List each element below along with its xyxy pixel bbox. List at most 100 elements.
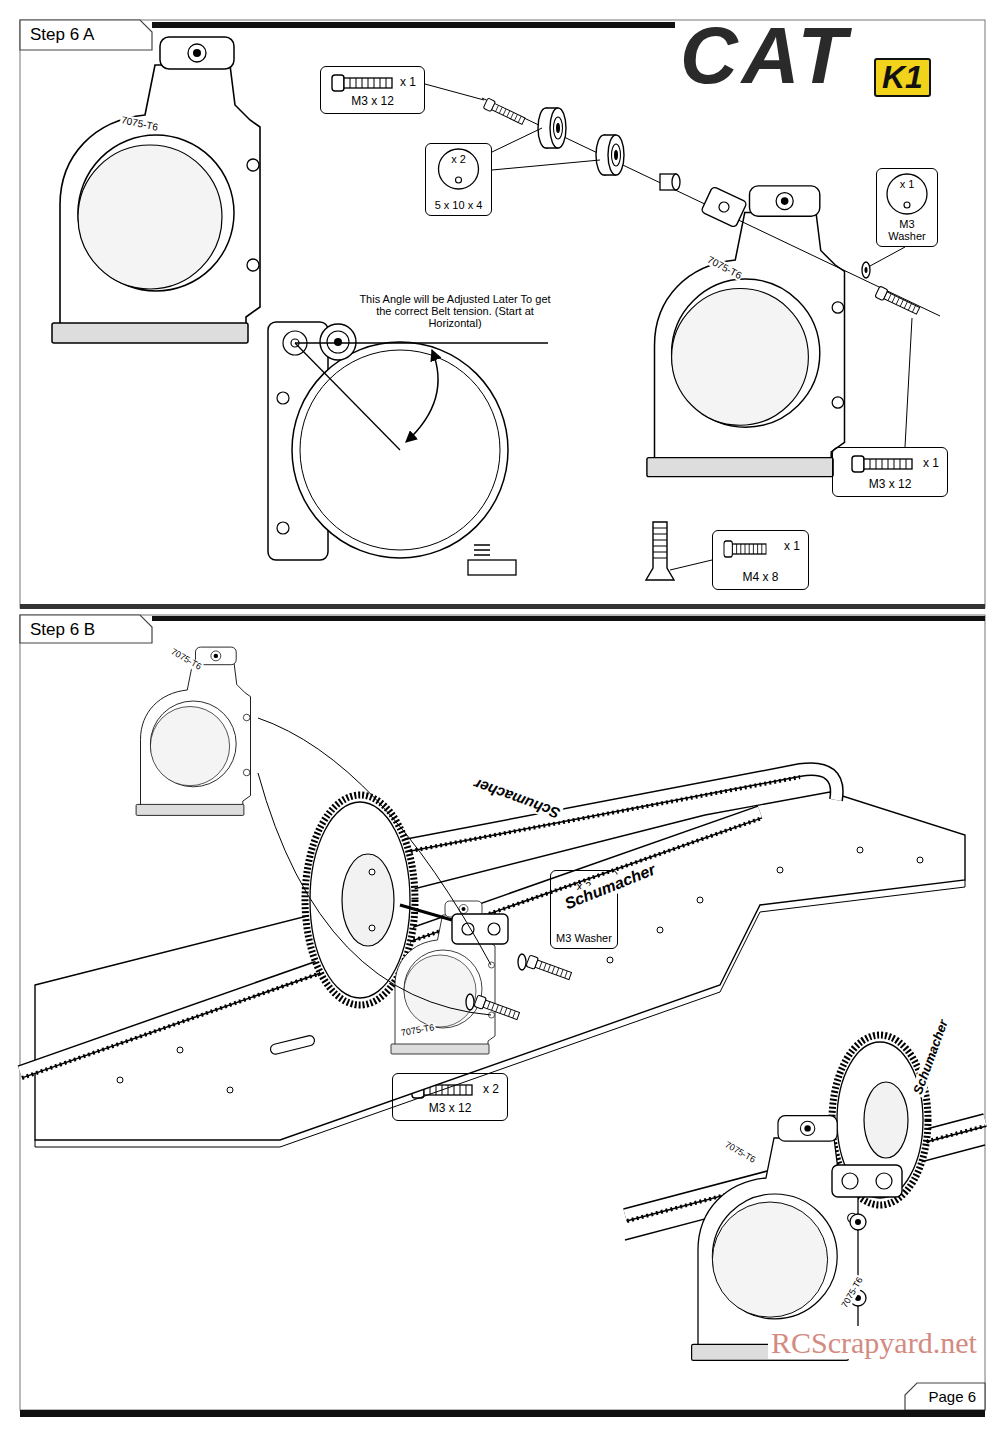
clamp-screw [474,545,490,555]
panel-frame [20,615,985,1410]
axle-block [832,1165,902,1197]
motor-mount-installed [692,1116,858,1361]
ball-bearing [538,108,566,148]
material-mark: 7075-T6 [119,114,160,133]
screw-m3x12 [875,286,921,316]
step-tab-shape [20,615,152,643]
instruction-note: This Angle will be Adjusted Later To get… [356,293,554,329]
chassis-hole [697,897,703,903]
page-tab-shape [905,1383,985,1410]
bearing [320,324,356,360]
mount-hole [277,392,289,404]
motor-mount-exploded [647,186,845,477]
step-tab: Step 6 A [20,20,152,50]
hardware-callout: x 1 M3 Washer [876,168,938,247]
screw-head [850,1214,866,1230]
gear-hole [369,869,375,875]
logo-text: CAT [680,12,850,100]
countersunk-screw [646,522,674,580]
leader-line [492,128,542,152]
material-mark: 7075-T6 [722,1140,758,1166]
gear-hub [342,854,394,946]
block-nut [488,923,500,935]
chassis-hole [607,957,613,963]
chassis-hole [177,1047,183,1053]
screw-socket [855,1219,861,1225]
gear-hub [864,1082,908,1158]
material-mark: 7075-T6 [705,253,745,281]
header-bar [152,616,985,621]
screw-icon [724,541,766,557]
angle-diagram [268,322,548,575]
screw-thread [653,528,667,558]
page-tab: Page 6 [905,1383,985,1410]
chassis-logo: Schumacher [560,860,659,914]
chassis-hole [917,857,923,863]
part-size-text: M3 x 12 [393,1102,507,1116]
axle-block [400,905,508,944]
part-size-text: M3 Washer [880,218,934,242]
bearing-bore [334,338,342,346]
angle-radius [295,343,400,450]
block-body [452,914,508,944]
block-bore [717,200,730,213]
leader-line [492,160,600,170]
spacer [660,174,680,190]
part-size-text: M3 Washer [554,932,614,944]
screw-m3x12 [526,955,572,982]
leader-line [905,318,912,447]
quantity-text: x 1 [877,178,937,191]
guide-arcs [258,718,491,1015]
screw-m3x12 [474,995,520,1022]
motor-mount-assembled [52,37,260,343]
chassis-hole [227,1087,233,1093]
material-mark: 7075-T6 [840,1275,866,1311]
inset-detail [625,1035,985,1360]
guide-arc [258,718,491,965]
step-tab: Step 6 B [20,615,152,643]
guide-arc [258,773,491,1015]
logo-badge: K1 [874,58,931,97]
part-size-text: M4 x 8 [713,571,808,585]
hardware-callout: x 2 M3 x 12 [392,1073,508,1121]
washer [518,954,526,970]
spur-gear [310,802,410,998]
quantity-text: x 1 [400,76,416,90]
heading-text: Step 6 B [30,620,95,640]
quantity-text: x 2 [426,153,491,166]
hardware-callout: x 25 x 10 x 4 [425,143,492,216]
chassis-hole [117,1077,123,1083]
screw-icon [332,75,392,91]
washer [862,262,870,278]
hardware-callout: x 1 M3 x 12 [320,66,425,114]
footer-bar [20,1410,985,1417]
step-tab-shape [20,20,152,50]
quantity-text: x 2 [483,1083,499,1097]
bearing-icon-hole [456,177,462,183]
block-nut [842,1173,858,1189]
hardware-callout: x 1 M4 x 8 [712,530,809,590]
chassis-logo: Schumacher [470,774,564,822]
bearing-race [327,331,349,353]
block-nut [876,1173,892,1189]
screw-m4x8 [646,522,674,580]
motor-mount-exploded [136,647,250,815]
part-size-text: M3 x 12 [321,95,424,109]
mount-hole [277,522,289,534]
block-body [701,186,747,227]
washer-icon-hole [904,202,910,208]
panel-divider [20,604,985,609]
chassis-holes [117,847,923,1093]
layshaft [400,905,452,920]
material-mark: 7075-T6 [168,647,204,673]
quantity-text: x 1 [923,457,939,471]
leader-line [670,560,712,570]
washer [466,994,474,1010]
chassis-plate [35,792,965,1140]
hardware-callout: x 1M3 x 12 [832,447,948,497]
leader-line [425,84,484,100]
screw [875,286,921,316]
mount-ring [292,342,508,558]
quantity-text: x 1 [784,540,800,554]
